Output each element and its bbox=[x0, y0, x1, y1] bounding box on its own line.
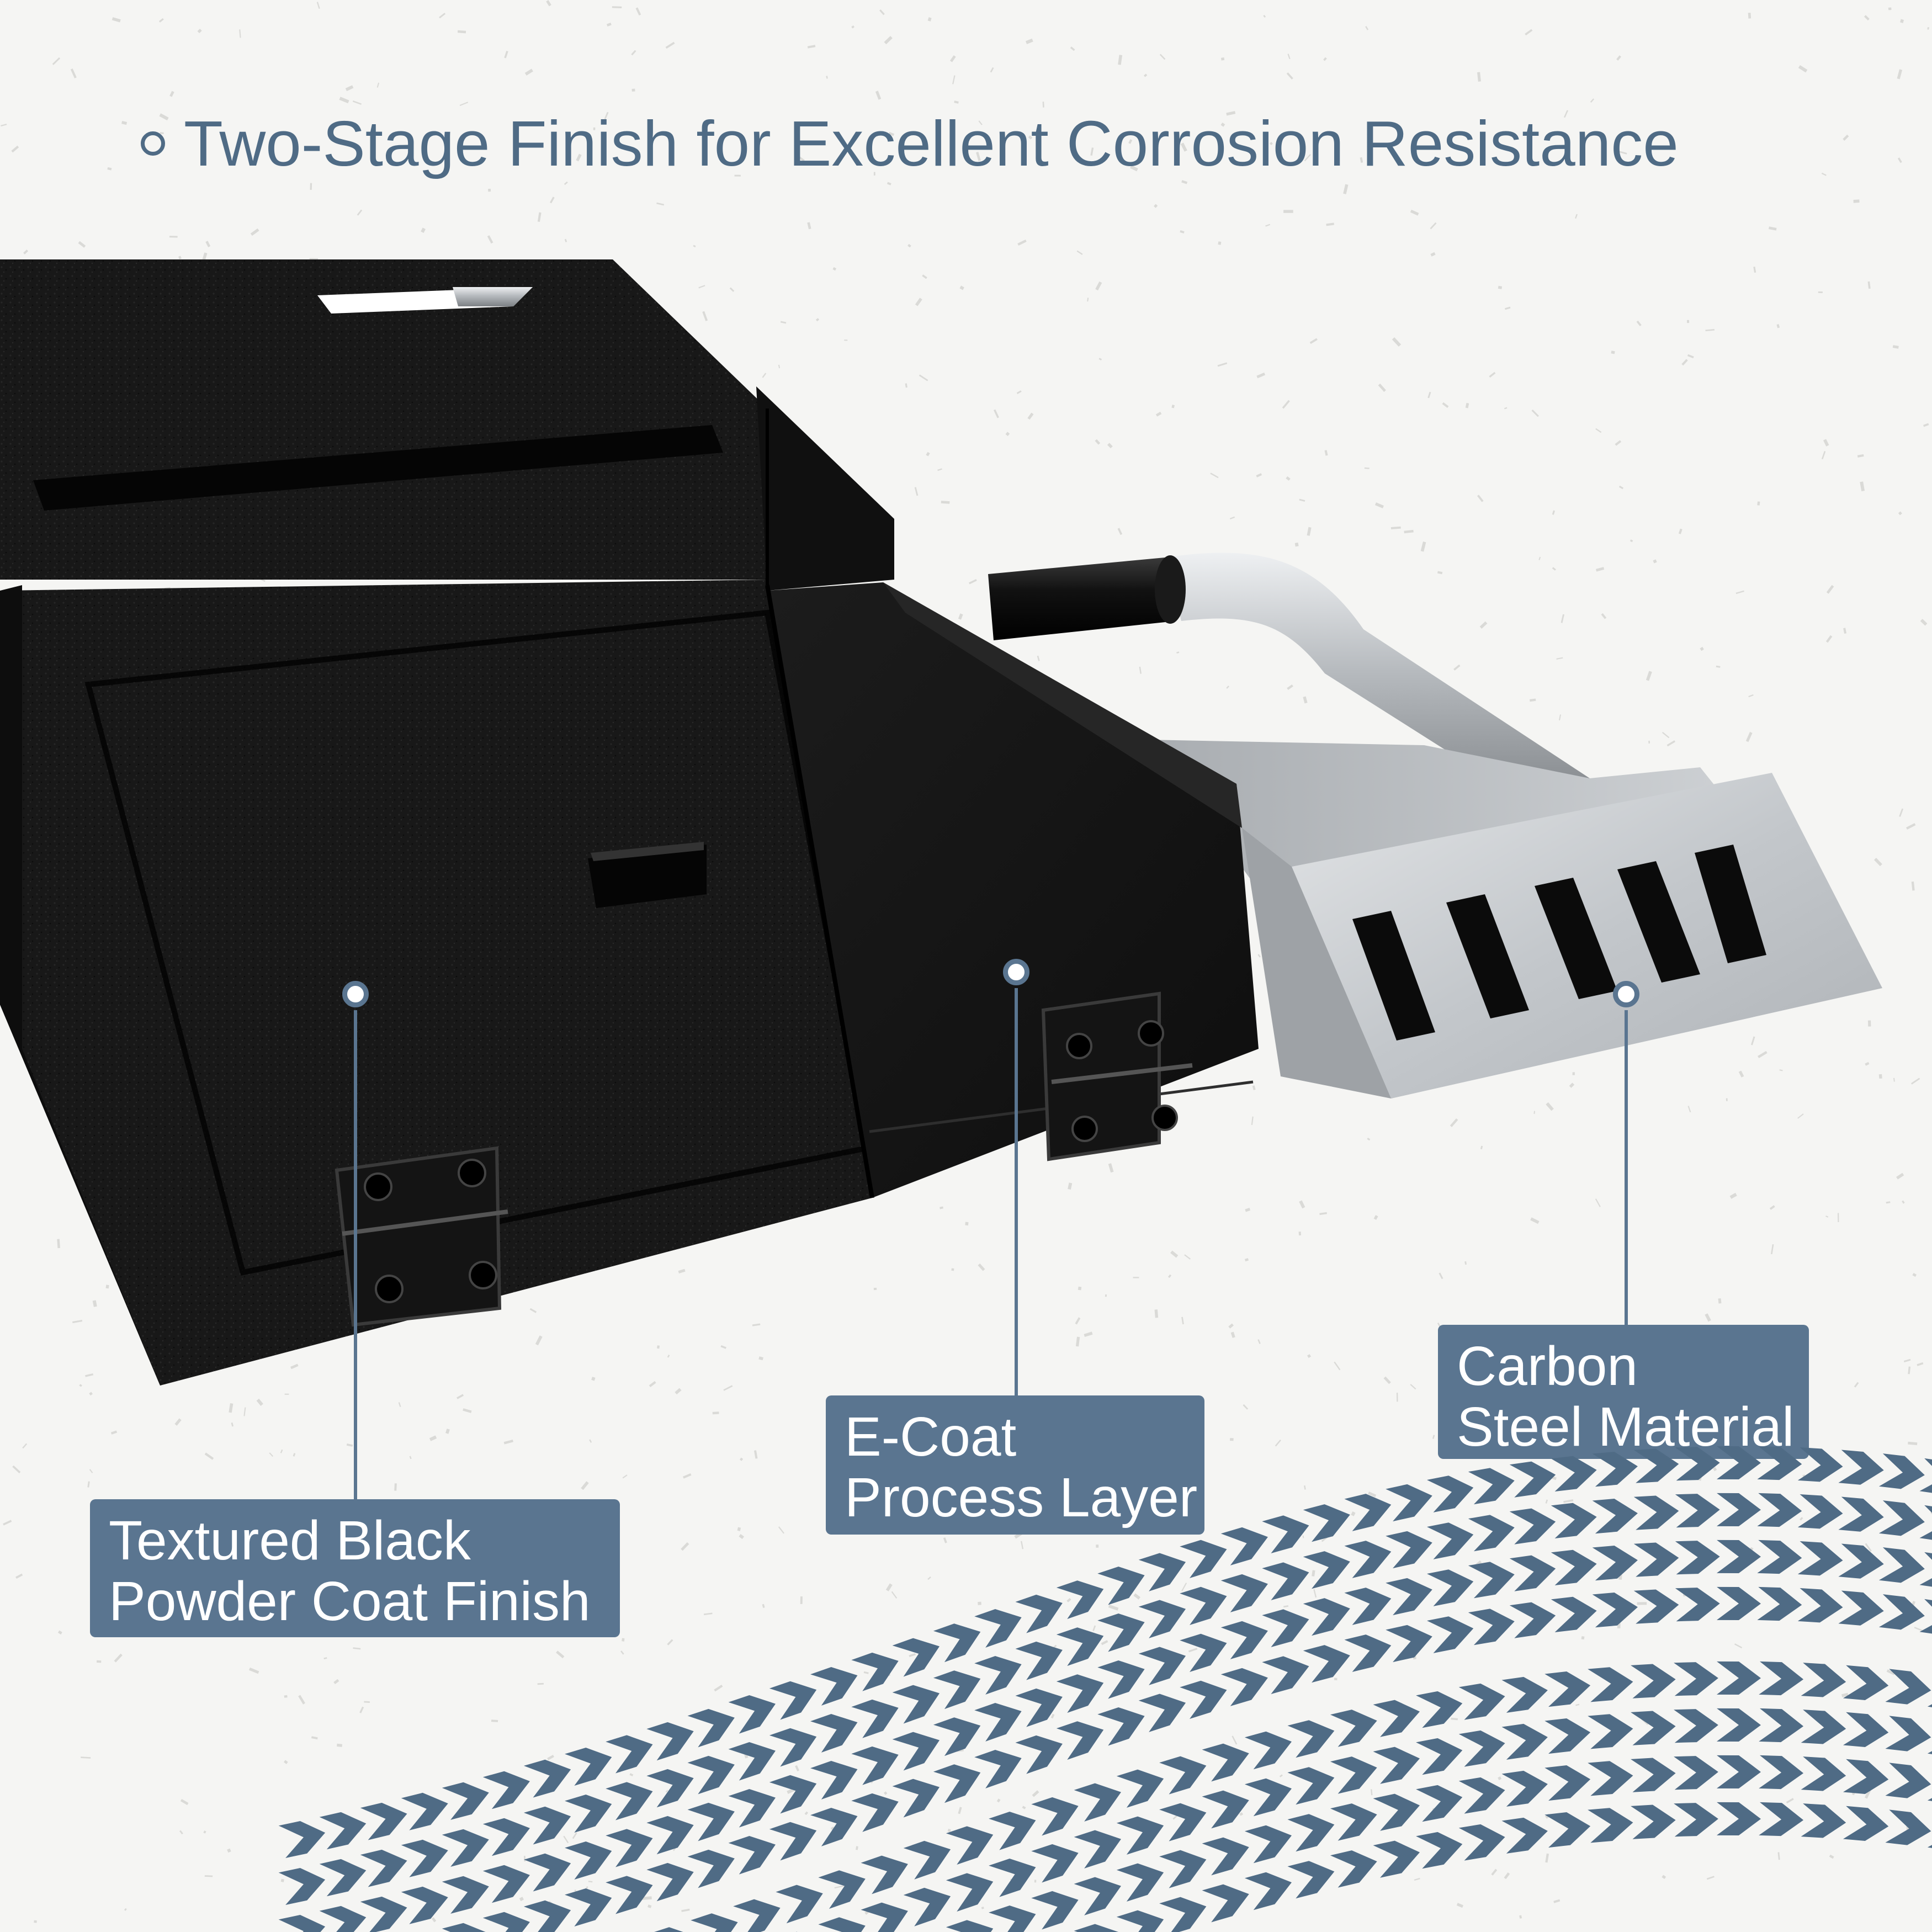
callout-line-powder-coat bbox=[354, 1010, 357, 1501]
label-e-coat-line2: Process Layer bbox=[845, 1467, 1198, 1528]
label-e-coat: E-Coat Process Layer bbox=[826, 1395, 1204, 1535]
headline: Two-Stage Finish for Excellent Corrosion… bbox=[141, 105, 1679, 182]
label-e-coat-line1: E-Coat bbox=[845, 1406, 1017, 1468]
label-carbon-steel: Carbon Steel Material bbox=[1438, 1325, 1809, 1459]
headline-text: Two-Stage Finish for Excellent Corrosion… bbox=[184, 108, 1679, 179]
label-powder-coat-line2: Powder Coat Finish bbox=[109, 1570, 591, 1632]
label-powder-coat-line1: Textured Black bbox=[109, 1510, 471, 1572]
callout-line-carbon-steel bbox=[1625, 1010, 1628, 1326]
callout-dot-carbon-steel bbox=[1613, 981, 1639, 1007]
label-carbon-steel-line1: Carbon bbox=[1457, 1335, 1638, 1397]
callout-dot-powder-coat bbox=[342, 981, 369, 1007]
headline-bullet-icon bbox=[141, 131, 165, 156]
callout-line-e-coat bbox=[1015, 988, 1018, 1397]
label-powder-coat: Textured Black Powder Coat Finish bbox=[90, 1499, 620, 1637]
callout-dot-e-coat bbox=[1003, 959, 1029, 985]
